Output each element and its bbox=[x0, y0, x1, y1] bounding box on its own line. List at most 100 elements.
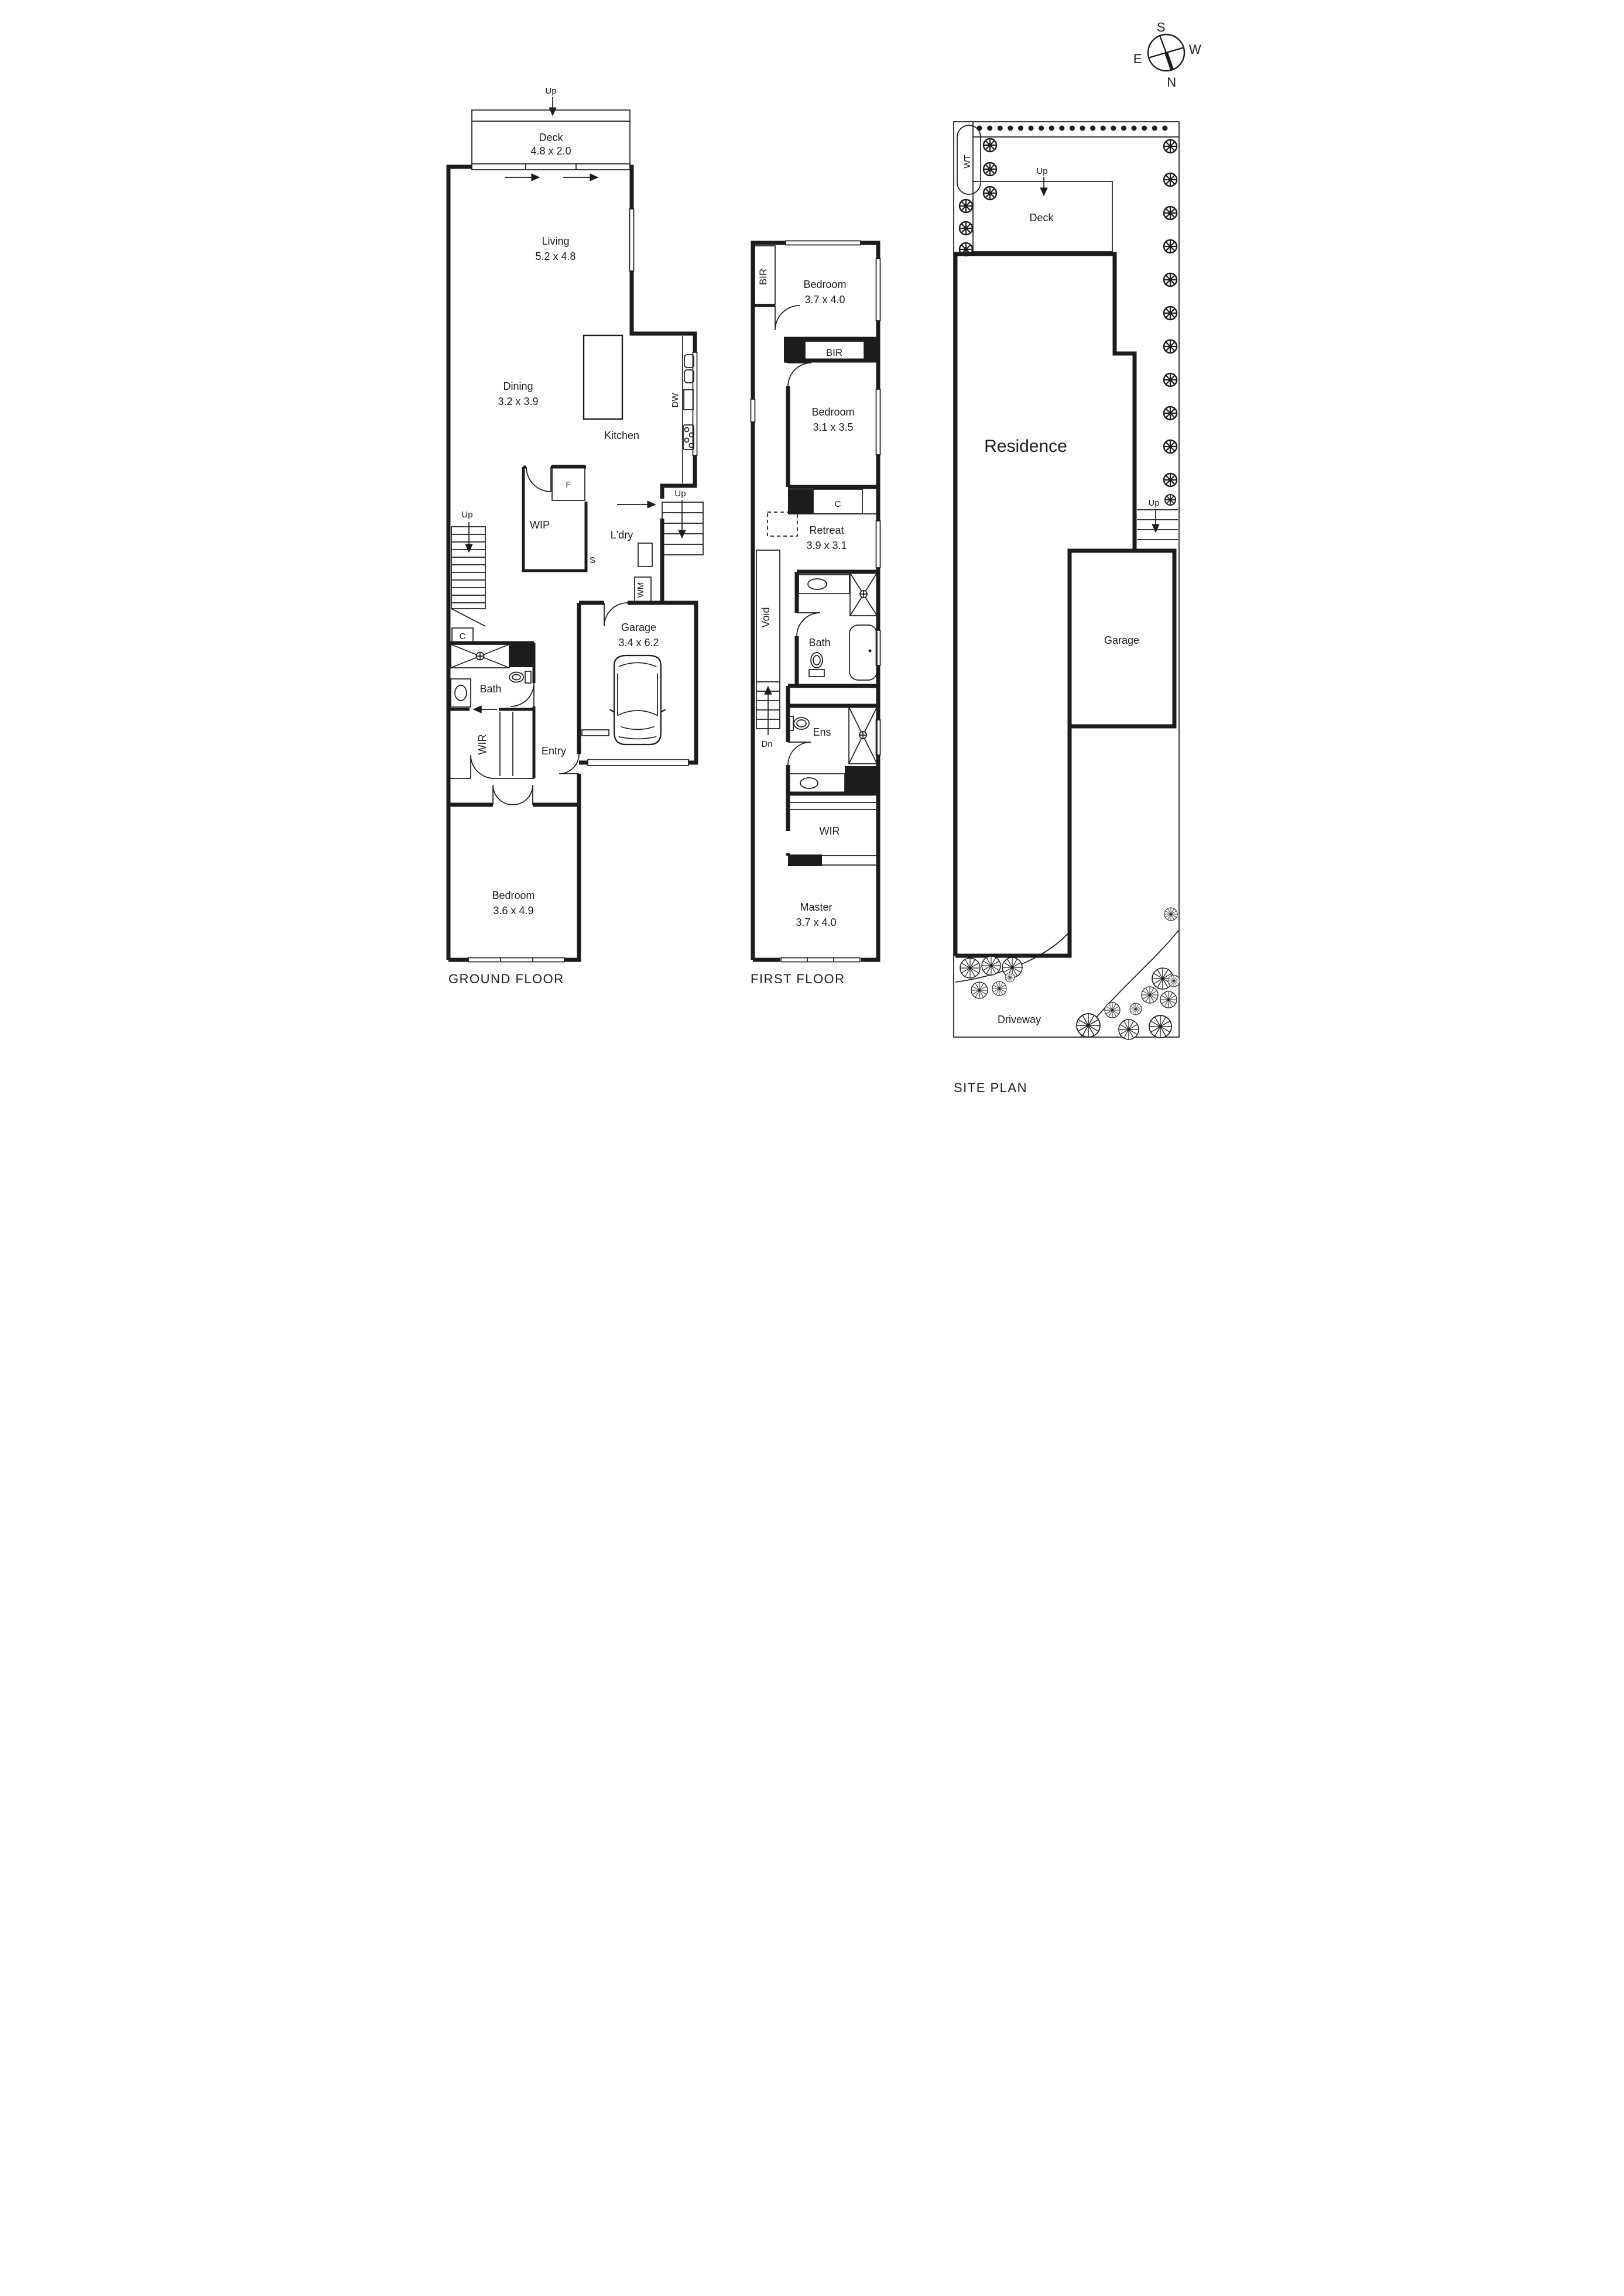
site-garage-label: Garage bbox=[1104, 634, 1139, 646]
vanity-icon bbox=[797, 574, 850, 594]
shrub-icon bbox=[982, 186, 997, 201]
water-tank: WT bbox=[956, 125, 981, 195]
tree-icon bbox=[1159, 991, 1177, 1008]
gf-deck-label: Deck bbox=[539, 132, 563, 143]
vanity-icon bbox=[450, 678, 471, 708]
gf-deck-dims: 4.8 x 2.0 bbox=[530, 145, 571, 157]
wir-door bbox=[470, 754, 494, 779]
ff-cupboard-label: C bbox=[834, 499, 841, 509]
ff-bedroom1-label: Bedroom bbox=[803, 279, 846, 290]
gf-bath: Bath bbox=[448, 641, 535, 778]
compass-north: N bbox=[1167, 75, 1177, 90]
ff-bath-door bbox=[796, 612, 820, 637]
shrub-icon bbox=[1163, 472, 1177, 488]
gf-garage-dims: 3.4 x 6.2 bbox=[618, 637, 659, 648]
site-side-stairs: Up bbox=[1136, 498, 1178, 540]
gf-entry: Entry bbox=[541, 729, 609, 774]
gf-side-stairs: Up bbox=[661, 489, 704, 555]
ff-bir-robe-label: BIR bbox=[825, 347, 842, 358]
ff-bedroom2-label: Bedroom bbox=[811, 406, 854, 418]
ff-bedroom1-door bbox=[774, 305, 800, 331]
gf-garage-label: Garage bbox=[621, 622, 656, 633]
ff-bir-closet-label: BIR bbox=[758, 269, 769, 285]
site-residence: Residence bbox=[953, 252, 1136, 958]
tree-icon bbox=[1118, 1019, 1139, 1040]
gf-wir-label: WIR bbox=[477, 735, 488, 755]
site-residence-label: Residence bbox=[984, 437, 1067, 456]
bath-black-block bbox=[509, 644, 534, 667]
first-floor-title: FIRST FLOOR bbox=[751, 972, 845, 986]
kitchen-island bbox=[583, 334, 623, 420]
ff-ensuite: Ens bbox=[787, 706, 878, 793]
ground-floor-plan: Deck 4.8 x 2.0 Up bbox=[446, 86, 704, 986]
shrub-icon bbox=[958, 221, 973, 236]
ff-void: Void bbox=[755, 550, 780, 682]
dishwasher-label: DW bbox=[670, 393, 680, 408]
ff-wir-label: WIR bbox=[819, 825, 840, 837]
ff-bath-label: Bath bbox=[808, 637, 830, 648]
ff-stairs-dn-label: Dn bbox=[761, 739, 772, 749]
front-door bbox=[559, 753, 580, 774]
shrub-icon bbox=[1163, 205, 1177, 221]
compass-west: W bbox=[1188, 42, 1201, 57]
shrub-icon bbox=[1164, 494, 1176, 506]
bathtub-icon bbox=[848, 624, 878, 681]
tree-icon bbox=[991, 981, 1007, 996]
ens-black-block bbox=[844, 766, 877, 792]
garage-door bbox=[587, 759, 689, 766]
gf-walls bbox=[446, 164, 698, 962]
ff-skylight-dashed bbox=[766, 512, 798, 537]
gf-deck-up-label: Up bbox=[545, 86, 556, 96]
ff-master-dims: 3.7 x 4.0 bbox=[796, 917, 836, 928]
gf-kitchen: DW Kitchen bbox=[583, 334, 694, 483]
gf-dining-dims: 3.2 x 3.9 bbox=[498, 396, 538, 407]
shrub-icon bbox=[1163, 272, 1177, 287]
tree-icon bbox=[1164, 907, 1177, 921]
shrub-icon bbox=[1163, 406, 1177, 421]
ff-wir: WIR bbox=[787, 802, 878, 866]
shower-icon bbox=[450, 644, 510, 668]
ff-ens-label: Ens bbox=[813, 726, 831, 738]
ff-bedroom2-dims: 3.1 x 3.5 bbox=[813, 421, 853, 433]
site-deck-up-label: Up bbox=[1036, 166, 1047, 176]
ff-stairs: Dn bbox=[755, 682, 780, 749]
gf-side-stairs-up-label: Up bbox=[674, 489, 686, 499]
tree-icon bbox=[959, 957, 981, 979]
ff-bedroom1-dims: 3.7 x 4.0 bbox=[804, 294, 845, 306]
toilet-icon bbox=[787, 716, 810, 731]
ff-bir-closet: BIR bbox=[752, 245, 800, 331]
tree-icon bbox=[1129, 1003, 1142, 1015]
tree-icon bbox=[1167, 974, 1180, 987]
water-tank-label: WT bbox=[962, 155, 972, 168]
ff-void-label: Void bbox=[760, 607, 772, 627]
car-icon bbox=[608, 654, 666, 746]
dishwasher-icon bbox=[683, 389, 694, 410]
tree-icon bbox=[1148, 1015, 1172, 1038]
compass-east: E bbox=[1133, 52, 1142, 66]
ff-retreat-dims: 3.9 x 3.1 bbox=[806, 540, 847, 551]
shrub-icon bbox=[1163, 372, 1177, 387]
tree-icon bbox=[1104, 1002, 1121, 1018]
tree-icon bbox=[970, 981, 988, 999]
porch-step bbox=[581, 729, 609, 736]
shrub-icon bbox=[1163, 172, 1177, 187]
gf-bedroom-label: Bedroom bbox=[492, 890, 535, 901]
cooktop-icon bbox=[682, 424, 694, 450]
laundry-label: L'dry bbox=[610, 529, 632, 541]
sink-label: S bbox=[589, 555, 595, 565]
shrub-icon bbox=[982, 162, 997, 177]
gf-bedroom-dims: 3.6 x 4.9 bbox=[493, 905, 533, 917]
ff-bath: Bath bbox=[796, 572, 878, 681]
ff-cupboard: C bbox=[787, 489, 878, 514]
floorplan-page: S W E N Deck 4.8 x 2.0 Up bbox=[406, 0, 1218, 1148]
gf-deck: Deck 4.8 x 2.0 Up bbox=[471, 86, 631, 167]
site-deck-label: Deck bbox=[1029, 212, 1054, 224]
bath-door bbox=[510, 682, 535, 707]
wir-black-block bbox=[787, 854, 822, 866]
shower-icon bbox=[848, 706, 878, 764]
site-garage: Garage bbox=[1067, 548, 1176, 729]
laundry-trough-icon bbox=[637, 543, 653, 567]
driveway-label: Driveway bbox=[997, 1014, 1040, 1025]
shrub-icon bbox=[1163, 339, 1177, 354]
ff-bir-robe: BIR bbox=[783, 340, 878, 361]
